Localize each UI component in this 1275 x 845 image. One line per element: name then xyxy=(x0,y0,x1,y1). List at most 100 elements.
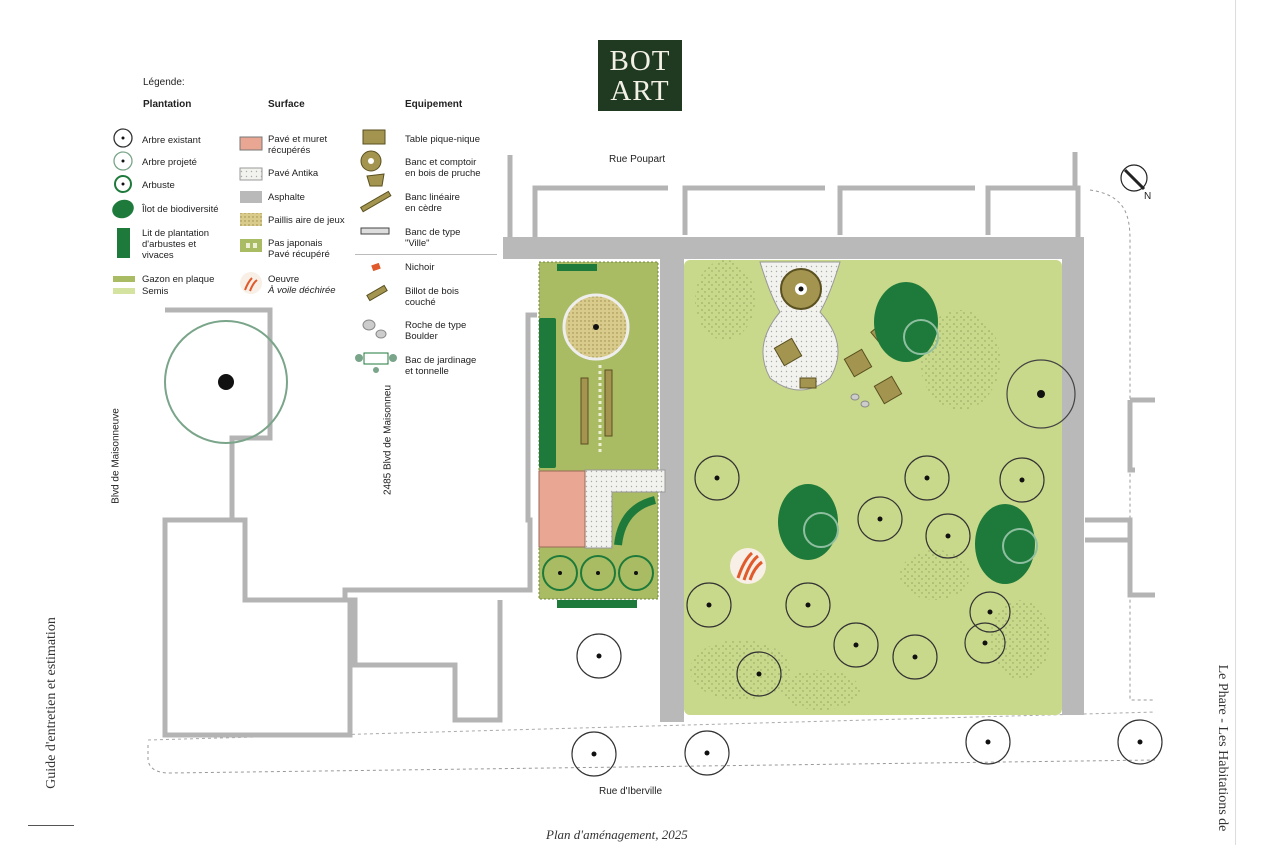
legend-antika-paving: Pavé Antika xyxy=(268,168,319,179)
existing-tree-large xyxy=(164,320,288,444)
legend-garden-bed: Bac de jardinage et tonnelle xyxy=(405,355,477,377)
artwork-sails xyxy=(736,551,763,581)
legend-projected-tree: Arbre projeté xyxy=(142,157,197,168)
projected-tree xyxy=(1117,719,1163,765)
projected-tree-center xyxy=(985,739,991,745)
artwork-icon xyxy=(730,548,766,584)
legend-shrub: Arbuste xyxy=(142,180,175,191)
building-address-label: 2485 Blvd de Maisonneu xyxy=(382,384,394,496)
legend-seeding: Semis xyxy=(142,286,169,297)
projected-tree-center xyxy=(591,751,597,757)
projected-tree xyxy=(736,651,782,697)
projected-tree xyxy=(833,622,879,668)
legend-planting-bed: Lit de plantation d'arbustes et vivaces xyxy=(142,228,210,261)
legend-recovered-paving: Pavé et muret récupérés xyxy=(268,134,328,156)
legend-picnic-table: Table pique-nique xyxy=(405,134,481,145)
projected-tree-center xyxy=(706,602,712,608)
projected-tree-center xyxy=(704,750,710,756)
planting-bed-bottom xyxy=(557,600,637,608)
projected-tree xyxy=(857,496,903,542)
projected-tree xyxy=(694,455,740,501)
projected-tree xyxy=(571,731,617,777)
projected-tree xyxy=(684,730,730,776)
north-arrow-icon xyxy=(1120,164,1148,192)
projected-tree-center xyxy=(805,602,811,608)
legend-linear-bench: Banc linéaire en cèdre xyxy=(405,192,460,214)
legend-asphalt: Asphalte xyxy=(268,192,305,203)
projected-tree xyxy=(999,457,1045,503)
projected-tree xyxy=(965,719,1011,765)
legend-plantation-heading: Plantation xyxy=(143,99,192,110)
existing-tree-east xyxy=(1006,359,1076,429)
side-title-left: Guide d'entretien et estimation xyxy=(44,617,59,789)
projected-tree-center xyxy=(1019,477,1025,483)
legend-bench-counter: Banc et comptoir en bois de pruche xyxy=(405,157,481,179)
side-title-right: Le Phare - Les Habitations de xyxy=(1215,664,1230,832)
projected-tree xyxy=(576,633,622,679)
botart-logo: BOT ART xyxy=(598,40,682,111)
linear-bench-1 xyxy=(580,377,589,445)
planting-bed-left xyxy=(539,318,556,468)
logo-line-1: BOT xyxy=(609,45,671,77)
logo-line-2: ART xyxy=(610,75,670,107)
north-label: N xyxy=(1144,191,1152,202)
projected-tree-center xyxy=(1137,739,1143,745)
recovered-paving-area xyxy=(538,470,586,548)
projected-tree xyxy=(785,582,831,628)
projected-tree-center xyxy=(987,609,993,615)
property-dashed-outline xyxy=(147,189,1156,774)
projected-tree xyxy=(969,591,1011,633)
legend-artwork: Oeuvre À voile déchirée xyxy=(268,274,336,296)
legend-biodiversity-island: Îlot de biodiversité xyxy=(142,204,219,215)
seeding-zones xyxy=(690,260,1050,710)
legend-boulder: Roche de type Boulder xyxy=(405,320,467,342)
projected-tree-center xyxy=(596,653,602,659)
legend-artwork-label: Oeuvre xyxy=(268,274,300,285)
projected-tree-center xyxy=(912,654,918,660)
footer-rule xyxy=(28,825,74,826)
projected-trees xyxy=(571,455,1163,777)
street-label-west: Blvd de Maisonneuve xyxy=(110,408,122,504)
biodiversity-islands xyxy=(778,282,1035,584)
projected-tree xyxy=(904,455,950,501)
legend-log: Billot de bois couché xyxy=(405,286,459,308)
legend-stepping-stones: Pas japonais Pavé récupéré xyxy=(268,238,330,260)
asphalt-paths xyxy=(503,237,1084,722)
legend-playground-mulch: Paillis aire de jeux xyxy=(268,215,345,226)
planting-bed-top xyxy=(557,264,597,271)
legend-equipment-heading: Equipement xyxy=(405,99,463,110)
street-label-north: Rue Poupart xyxy=(609,154,666,165)
projected-tree xyxy=(892,634,938,680)
projected-tree-center xyxy=(982,640,988,646)
projected-tree-center xyxy=(924,475,930,481)
legend-surface-heading: Surface xyxy=(268,99,305,110)
boulders xyxy=(850,393,870,408)
shrubs-on-islands xyxy=(803,319,1038,564)
projected-tree-center xyxy=(945,533,951,539)
projected-tree xyxy=(686,582,732,628)
projected-tree-center xyxy=(853,642,859,648)
shrub-arc xyxy=(614,496,657,546)
legend-swatches xyxy=(112,128,397,373)
plan-caption: Plan d'aménagement, 2025 xyxy=(546,827,688,842)
projected-tree-center xyxy=(756,671,762,677)
legend-sod: Gazon en plaque xyxy=(142,274,215,285)
legend-artwork-sublabel: À voile déchirée xyxy=(268,285,336,296)
linear-bench-2 xyxy=(604,369,613,437)
projected-tree-center xyxy=(877,516,883,522)
projected-tree xyxy=(964,622,1006,664)
picnic-tables xyxy=(773,337,903,405)
existing-tree-marker xyxy=(798,286,804,292)
legend-separator xyxy=(355,254,497,255)
projected-tree xyxy=(925,513,971,559)
street-label-south: Rue d'Iberville xyxy=(599,786,663,797)
projected-tree-center xyxy=(714,475,720,481)
page-edge-rule xyxy=(1235,0,1236,845)
legend-existing-tree: Arbre existant xyxy=(142,135,201,146)
legend-birdhouse: Nichoir xyxy=(405,262,435,273)
legend-title: Légende: xyxy=(143,77,185,88)
legend-city-bench: Banc de type "Ville" xyxy=(405,227,461,249)
antika-paving-area xyxy=(584,469,666,549)
shrubs-strip xyxy=(542,555,654,591)
